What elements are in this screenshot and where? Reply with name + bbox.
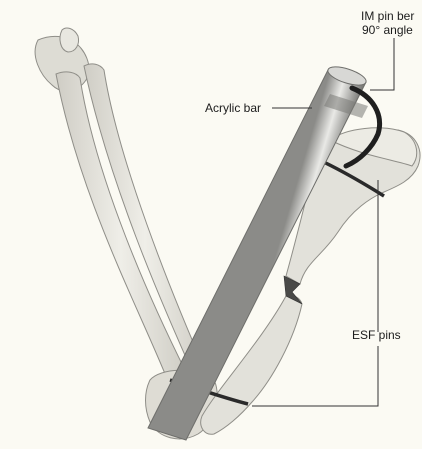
leader-im-pin: [370, 38, 394, 90]
ulna-shaft: [56, 72, 186, 386]
esf-pins-label: ESF pins: [352, 328, 401, 342]
im-pin-label-line2: 90° angle: [362, 23, 413, 37]
acrylic-bar-label: Acrylic bar: [205, 101, 261, 115]
im-pin-label-line1: IM pin ber: [361, 9, 414, 23]
olecranon: [60, 28, 79, 52]
